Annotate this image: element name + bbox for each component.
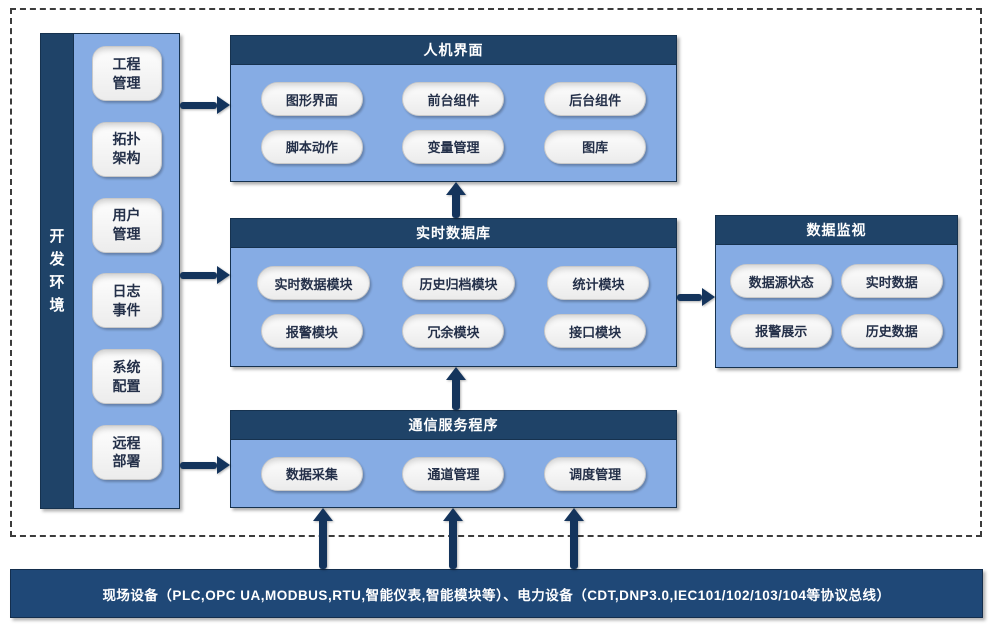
hmi-body: 图形界面 前台组件 后台组件 脚本动作 变量管理 图库 (231, 65, 676, 181)
comm-item-dispatch-management: 调度管理 (544, 456, 647, 491)
hmi-item-gallery: 图库 (544, 129, 647, 164)
arrow-bus-to-comm-right-icon (563, 508, 584, 569)
arrow-bus-to-comm-left-icon (312, 508, 333, 569)
monitor-row-1: 数据源状态 实时数据 (726, 264, 947, 299)
comm-body: 数据采集 通道管理 调度管理 (231, 440, 676, 507)
rtdb-row-1: 实时数据模块 历史归档模块 统计模块 (241, 266, 666, 300)
comm-title: 通信服务程序 (231, 411, 676, 440)
devenv-item-topology: 拓扑 架构 (91, 121, 162, 177)
monitor-item-datasource-status: 数据源状态 (730, 264, 833, 299)
hmi-title: 人机界面 (231, 36, 676, 65)
monitor-item-history-data: 历史数据 (840, 313, 943, 348)
field-device-bus-label: 现场设备（PLC,OPC UA,MODBUS,RTU,智能仪表,智能模块等）、电… (102, 587, 891, 603)
arrow-rtdb-to-hmi-icon (445, 182, 466, 218)
monitor-title: 数据监视 (716, 216, 957, 245)
rtdb-item-redundancy-module: 冗余模块 (402, 314, 505, 348)
devenv-title-bar: 开发环境 (41, 34, 74, 508)
rtdb-item-statistics-module: 统计模块 (547, 266, 650, 300)
monitor-body: 数据源状态 实时数据 报警展示 历史数据 (716, 245, 957, 367)
arrow-bus-to-comm-center-icon (442, 508, 463, 569)
comm-box: 通信服务程序 数据采集 通道管理 调度管理 (230, 410, 677, 508)
devenv-item-user-management: 用户 管理 (91, 197, 162, 253)
arrow-devenv-to-comm-icon (180, 456, 230, 474)
software-boundary-dashed-border (10, 8, 982, 537)
comm-row-1: 数据采集 通道管理 调度管理 (241, 456, 666, 491)
monitor-row-2: 报警展示 历史数据 (726, 313, 947, 348)
comm-item-data-acquisition: 数据采集 (260, 456, 363, 491)
rtdb-item-alarm-module: 报警模块 (260, 314, 363, 348)
hmi-item-backend-components: 后台组件 (544, 82, 647, 117)
devenv-item-log-events: 日志 事件 (91, 273, 162, 329)
monitor-item-realtime-data: 实时数据 (840, 264, 943, 299)
hmi-row-1: 图形界面 前台组件 后台组件 (241, 82, 666, 117)
field-device-bus-bar: 现场设备（PLC,OPC UA,MODBUS,RTU,智能仪表,智能模块等）、电… (10, 569, 983, 618)
hmi-item-variable-management: 变量管理 (402, 129, 505, 164)
arrow-rtdb-to-monitor-icon (677, 288, 715, 306)
devenv-group: 开发环境 工程 管理 拓扑 架构 用户 管理 日志 事件 系统 配置 远程 部署 (40, 33, 180, 509)
comm-item-channel-management: 通道管理 (402, 456, 505, 491)
hmi-row-2: 脚本动作 变量管理 图库 (241, 129, 666, 164)
devenv-item-project-management: 工程 管理 (91, 46, 162, 101)
monitor-box: 数据监视 数据源状态 实时数据 报警展示 历史数据 (715, 215, 958, 368)
rtdb-body: 实时数据模块 历史归档模块 统计模块 报警模块 冗余模块 接口模块 (231, 248, 676, 366)
arrow-devenv-to-rtdb-icon (180, 266, 230, 284)
rtdb-item-realtime-data-module: 实时数据模块 (257, 266, 370, 300)
rtdb-item-history-archive-module: 历史归档模块 (402, 266, 515, 300)
rtdb-row-2: 报警模块 冗余模块 接口模块 (241, 314, 666, 348)
rtdb-box: 实时数据库 实时数据模块 历史归档模块 统计模块 报警模块 冗余模块 接口模块 (230, 218, 677, 367)
hmi-item-graphic-ui: 图形界面 (260, 82, 363, 117)
devenv-item-system-config: 系统 配置 (91, 349, 162, 405)
hmi-item-script-actions: 脚本动作 (260, 129, 363, 164)
arrow-devenv-to-hmi-icon (180, 96, 230, 114)
rtdb-title: 实时数据库 (231, 219, 676, 248)
devenv-title: 开发环境 (49, 227, 65, 315)
devenv-item-remote-deploy: 远程 部署 (91, 424, 162, 480)
hmi-box: 人机界面 图形界面 前台组件 后台组件 脚本动作 变量管理 图库 (230, 35, 677, 182)
arrow-comm-to-rtdb-icon (445, 367, 466, 410)
hmi-item-frontend-components: 前台组件 (402, 82, 505, 117)
monitor-item-alarm-display: 报警展示 (730, 313, 833, 348)
devenv-panel: 工程 管理 拓扑 架构 用户 管理 日志 事件 系统 配置 远程 部署 (74, 34, 179, 508)
rtdb-item-interface-module: 接口模块 (544, 314, 647, 348)
